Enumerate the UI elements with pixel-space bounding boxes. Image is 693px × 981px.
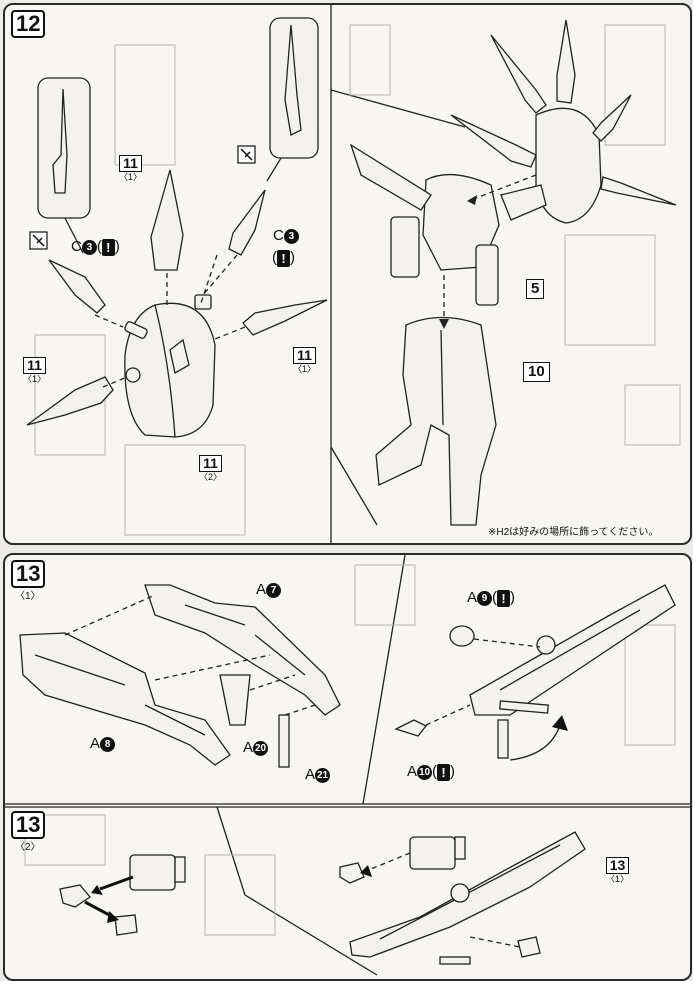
warning-mark-right: (!) (272, 249, 295, 267)
step-12-divider (34, 5, 681, 543)
ref-step-11-1-left: 11 〈1〉 (23, 357, 47, 384)
step-12-panel: 12 (3, 3, 692, 545)
step-12-badge: 12 (11, 10, 46, 38)
cut-icon (237, 145, 256, 164)
ref-step-11-2: 11 〈2〉 (199, 455, 223, 482)
ref-step-10: 10 (523, 362, 550, 382)
blade-callout-left (37, 17, 319, 254)
warning-icon: ! (497, 589, 511, 607)
robot-assembly (349, 19, 677, 526)
step-13-2-sub: 〈2〉 (15, 842, 41, 853)
step-13-2-badge: 13 (11, 811, 46, 839)
ref-step-13-1: 13 〈1〉 (606, 857, 630, 884)
warning-icon: ! (101, 238, 115, 256)
warning-icon: ! (277, 249, 290, 267)
backpack-assembly (26, 169, 328, 438)
ref-step-11-1-right: 11 〈1〉 (293, 347, 317, 374)
warning-icon: ! (437, 763, 451, 781)
hand-assembly-left (59, 854, 186, 936)
cut-icon (29, 231, 48, 250)
ref-step-5: 5 (526, 279, 545, 299)
rifle-assembly-left (19, 584, 341, 768)
ref-step-11-1-top: 11 〈1〉 (119, 155, 143, 182)
h2-display-note: ※H2は好みの場所に飾ってください。 (488, 527, 659, 538)
step-13-dividers (5, 555, 690, 976)
rifle-assembly-right (394, 584, 676, 761)
hand-rifle-assembly (339, 831, 586, 965)
step-13-1-badge: 13 (11, 560, 46, 588)
step-13-1-sub: 〈1〉 (15, 591, 41, 602)
